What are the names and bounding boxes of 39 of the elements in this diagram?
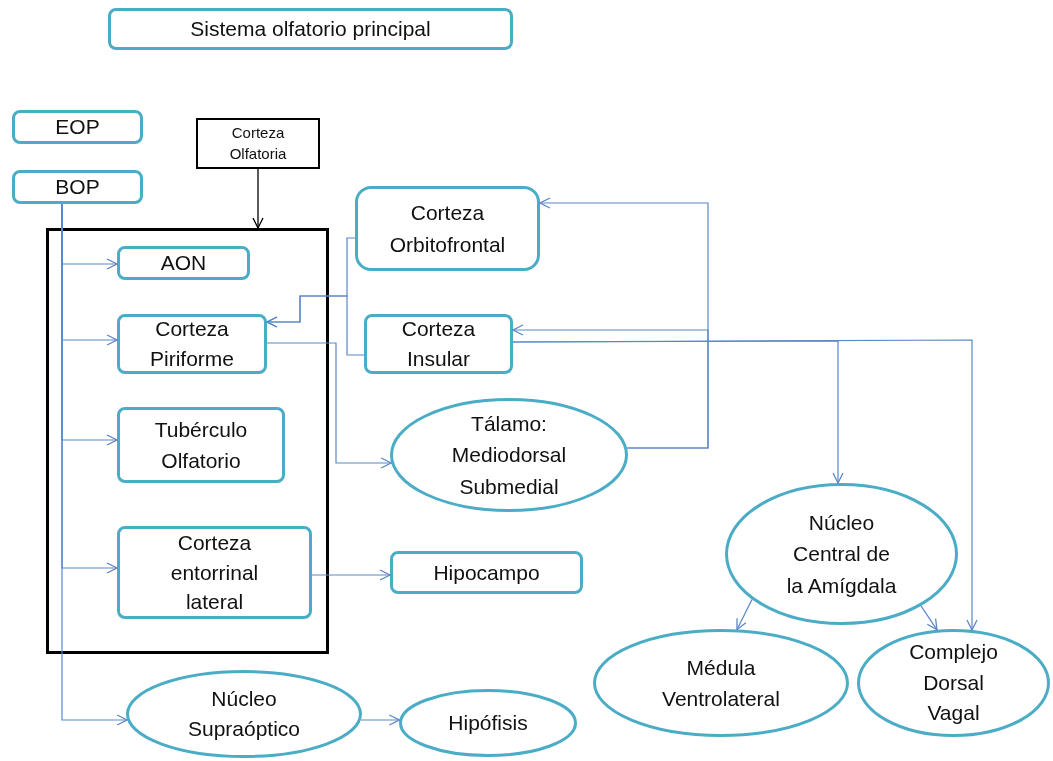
- arrow: [266, 342, 392, 469]
- process-box: [117, 407, 285, 483]
- node-label: Corteza Orbitofrontal: [388, 200, 507, 258]
- arrow: [311, 569, 391, 581]
- process-box: [117, 526, 312, 619]
- arrow: [360, 714, 400, 726]
- arrow: [512, 339, 978, 631]
- process-box: [364, 314, 513, 374]
- node-label: AON: [160, 250, 207, 277]
- arrow: [736, 598, 753, 631]
- arrow: [266, 295, 365, 356]
- node-label: Tálamo: Mediodorsal Submedial: [450, 410, 568, 500]
- node-label: Sistema olfatorio principal: [190, 16, 431, 43]
- node-label: Núcleo Supraóptico: [186, 685, 302, 742]
- node-label: BOP: [55, 174, 100, 201]
- process-box: [12, 110, 143, 144]
- arrow: [252, 168, 264, 229]
- process-box: [108, 8, 513, 50]
- process-box: [117, 314, 267, 374]
- node-label: Corteza Olfatoria: [228, 123, 288, 164]
- process-box: [117, 246, 250, 280]
- process-box: [355, 186, 540, 271]
- node-label: EOP: [55, 114, 100, 141]
- process-box: [196, 118, 320, 169]
- node-label: Tubérculo Olfatorio: [153, 416, 249, 474]
- node-label: Médula Ventrolateral: [661, 654, 781, 712]
- process-box: [12, 170, 143, 204]
- arrow: [512, 324, 709, 449]
- node-label: Corteza Insular: [400, 315, 477, 372]
- process-box: [390, 551, 583, 594]
- node-label: Complejo Dorsal Vagal: [908, 639, 999, 727]
- node-label: Núcleo Central de la Amígdala: [785, 509, 898, 599]
- group-frame: [46, 228, 329, 654]
- node-label: Hipocampo: [433, 559, 540, 586]
- node-label: Hipófisis: [448, 710, 528, 737]
- arrow: [61, 203, 128, 726]
- node-label: Corteza Piriforme: [149, 315, 235, 372]
- arrow: [920, 605, 938, 631]
- node-label: Corteza entorrinal lateral: [169, 530, 260, 616]
